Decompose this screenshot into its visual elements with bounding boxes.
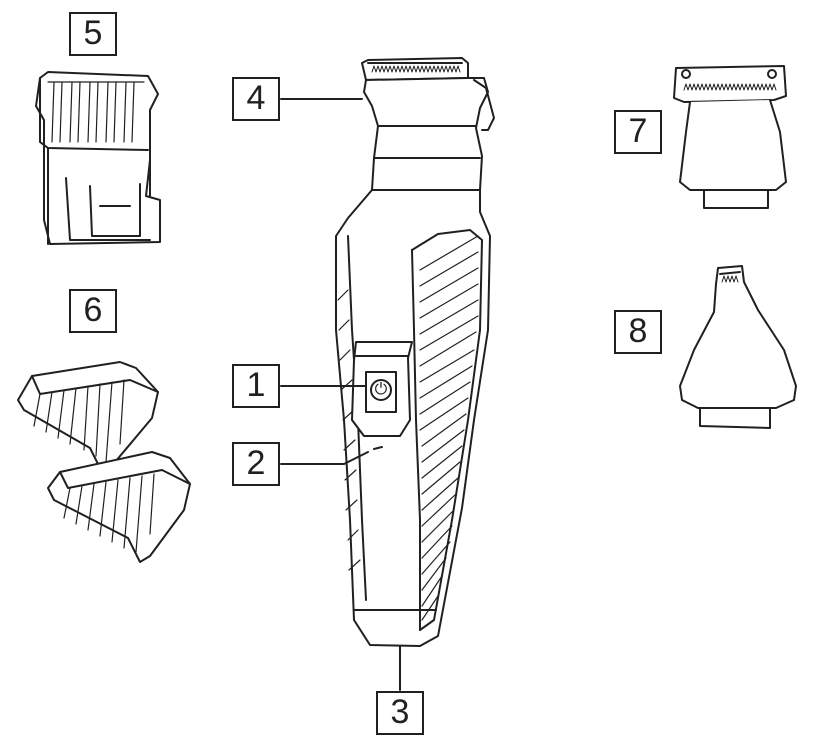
callout-6-fixed-combs: 6	[69, 289, 117, 333]
callout-3-charging-socket: 3	[376, 691, 424, 735]
fixed-combs	[18, 362, 190, 562]
trimmer-body	[336, 58, 494, 646]
callout-1-power-button: 1	[232, 364, 280, 408]
adjustable-comb	[36, 72, 160, 244]
callout-4-trimmer-head: 4	[232, 77, 280, 121]
callout-5-adjustable-comb: 5	[69, 12, 117, 56]
callout-7-shaver-attachment: 7	[614, 110, 662, 154]
power-symbol-icon: ⏻	[371, 378, 391, 400]
nose-trimmer	[680, 266, 796, 428]
callout-2-charging-light: 2	[232, 442, 280, 486]
trimmer-head	[364, 78, 488, 190]
callout-8-nose-trimmer: 8	[614, 310, 662, 354]
shaver-attachment	[674, 66, 786, 208]
